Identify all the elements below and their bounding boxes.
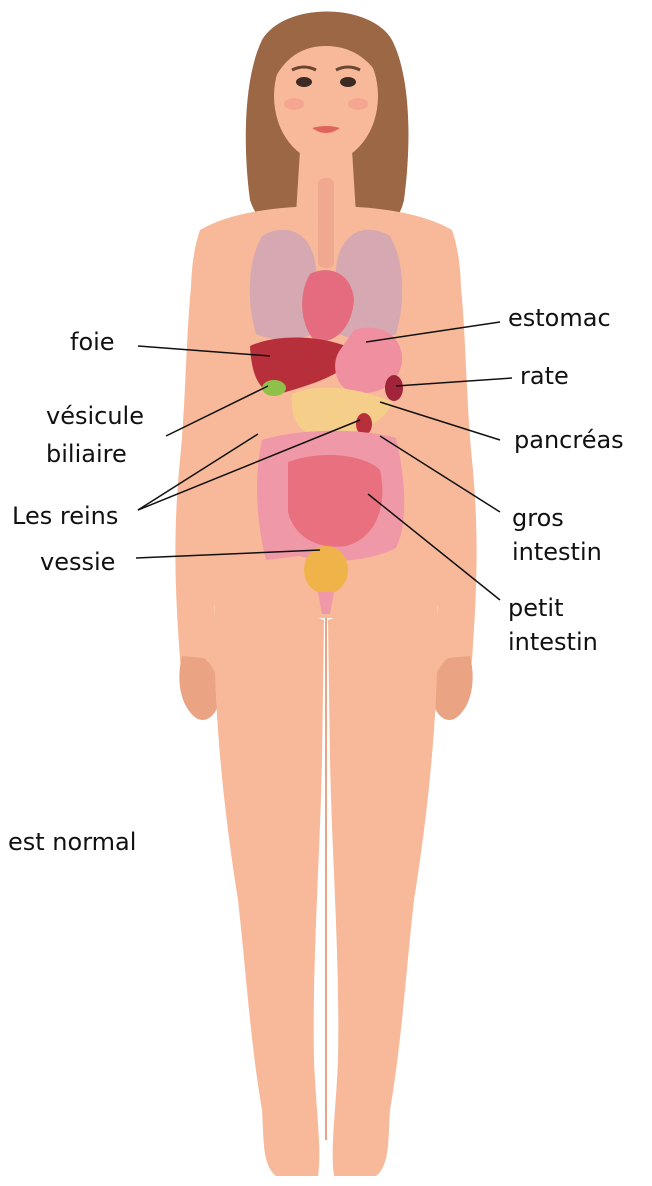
left-leg <box>214 580 324 1176</box>
label-foie: foie <box>70 326 115 358</box>
label-rate: rate <box>520 360 569 392</box>
left-kidney <box>356 413 372 435</box>
label-petit-intestin-line2: intestin <box>508 626 598 658</box>
label-vessie: vessie <box>40 546 115 578</box>
bladder <box>304 546 348 594</box>
left-cheek <box>284 98 304 110</box>
label-estomac: estomac <box>508 302 611 334</box>
left-eye <box>296 77 312 87</box>
label-gros-intestin-line2: intestin <box>512 536 602 568</box>
label-pancreas: pancréas <box>514 424 624 456</box>
right-leg <box>328 580 438 1176</box>
right-eye <box>340 77 356 87</box>
label-petit-intestin-line1: petit <box>508 592 564 624</box>
label-reins: Les reins <box>12 500 118 532</box>
status-text: est normal <box>8 826 136 858</box>
label-gros-intestin-line1: gros <box>512 502 564 534</box>
label-vesicule-line1: vésicule <box>46 400 144 432</box>
right-cheek <box>348 98 368 110</box>
trachea <box>318 178 334 268</box>
label-vesicule-line2: biliaire <box>46 438 127 470</box>
spleen <box>385 375 403 401</box>
